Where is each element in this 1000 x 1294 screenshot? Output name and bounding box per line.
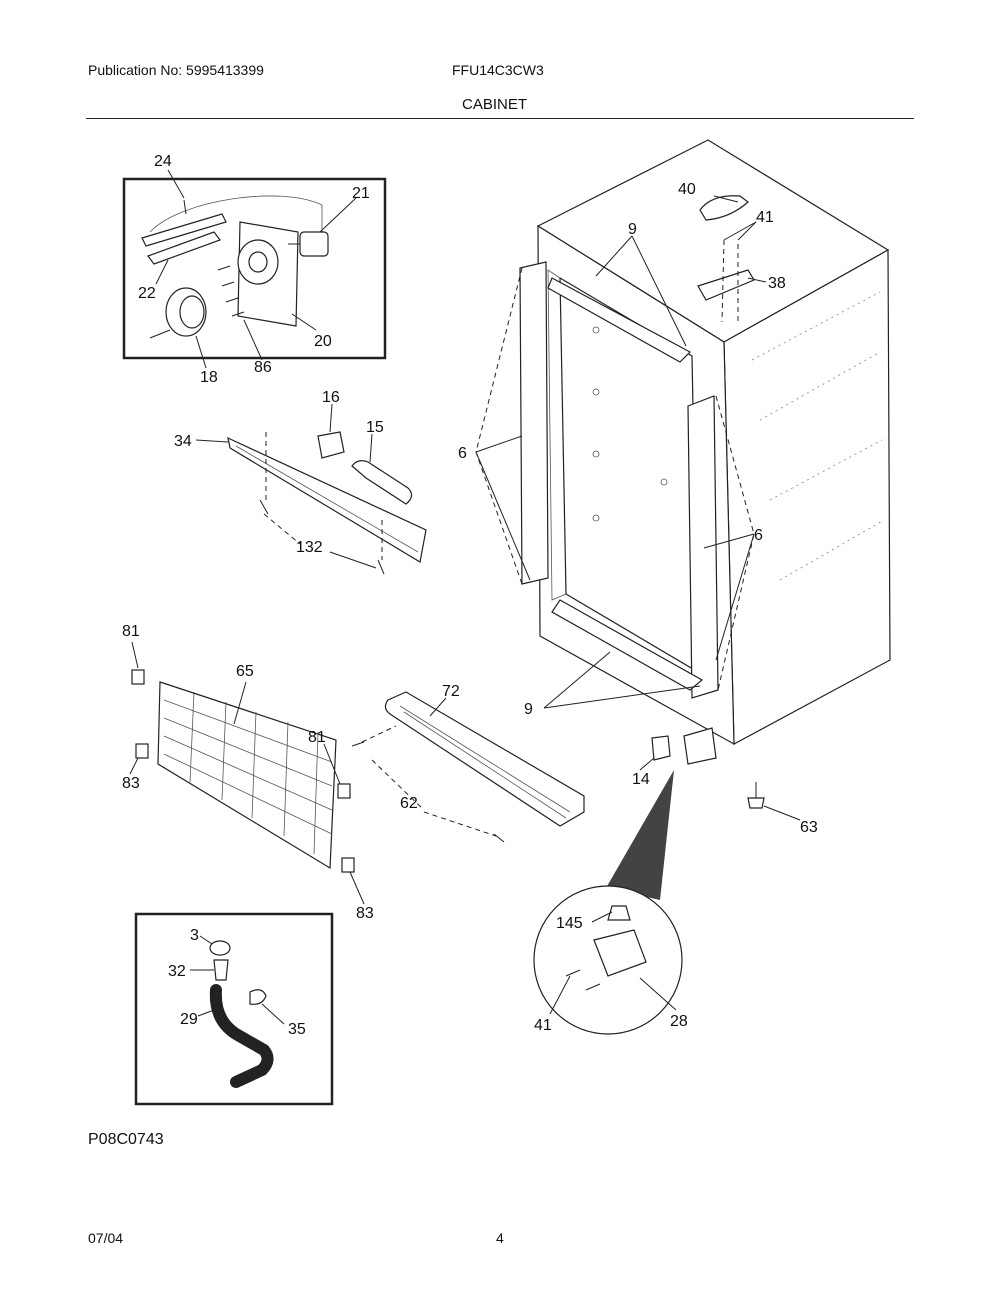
callout-41-bottom: 41 [534, 1017, 552, 1034]
figure-id: P08C0743 [88, 1131, 164, 1148]
light-assembly [195, 403, 427, 575]
callout-32: 32 [168, 963, 186, 980]
callout-28: 28 [670, 1013, 688, 1030]
callout-83-bottom: 83 [356, 905, 374, 922]
callout-3: 3 [190, 927, 199, 944]
callout-63: 63 [800, 819, 818, 836]
callout-29: 29 [180, 1011, 198, 1028]
callout-22: 22 [138, 285, 156, 302]
callout-6-left: 6 [458, 445, 467, 462]
callout-14: 14 [632, 771, 650, 788]
callout-35: 35 [288, 1021, 306, 1038]
publication-number: Publication No: 5995413399 [88, 62, 264, 78]
callout-41-top: 41 [756, 209, 774, 226]
magnified-hinge [549, 905, 677, 1015]
callout-81-right: 81 [308, 729, 326, 746]
callout-81-top: 81 [122, 623, 140, 640]
callout-6-right: 6 [754, 527, 763, 544]
callout-86: 86 [254, 359, 272, 376]
callout-38: 38 [768, 275, 786, 292]
cabinet-body [475, 139, 891, 746]
callout-16: 16 [322, 389, 340, 406]
model-number: FFU14C3CW3 [452, 62, 544, 78]
callout-62: 62 [400, 795, 418, 812]
callout-9-bottom: 9 [524, 701, 533, 718]
callout-145: 145 [556, 915, 583, 932]
top-hinge [697, 195, 767, 323]
drain-inset [134, 912, 334, 1106]
bottom-hinge-and-leg [533, 727, 801, 1035]
callout-72: 72 [442, 683, 460, 700]
callout-15: 15 [366, 419, 384, 436]
fan-motor-inset [122, 169, 387, 369]
callout-65: 65 [236, 663, 254, 680]
callout-83-left: 83 [122, 775, 140, 792]
callout-132: 132 [296, 539, 323, 556]
callout-20: 20 [314, 333, 332, 350]
page-number: 4 [496, 1230, 504, 1246]
section-title: CABINET [462, 96, 528, 113]
wire-basket [129, 641, 365, 905]
callout-24: 24 [154, 153, 172, 170]
callout-21: 21 [352, 185, 370, 202]
header-rule [86, 118, 914, 119]
footer-date: 07/04 [88, 1230, 124, 1246]
callout-9-top: 9 [628, 221, 637, 238]
callout-34: 34 [174, 433, 192, 450]
callout-40: 40 [678, 181, 696, 198]
kickplate [351, 691, 585, 843]
callout-18: 18 [200, 369, 218, 386]
